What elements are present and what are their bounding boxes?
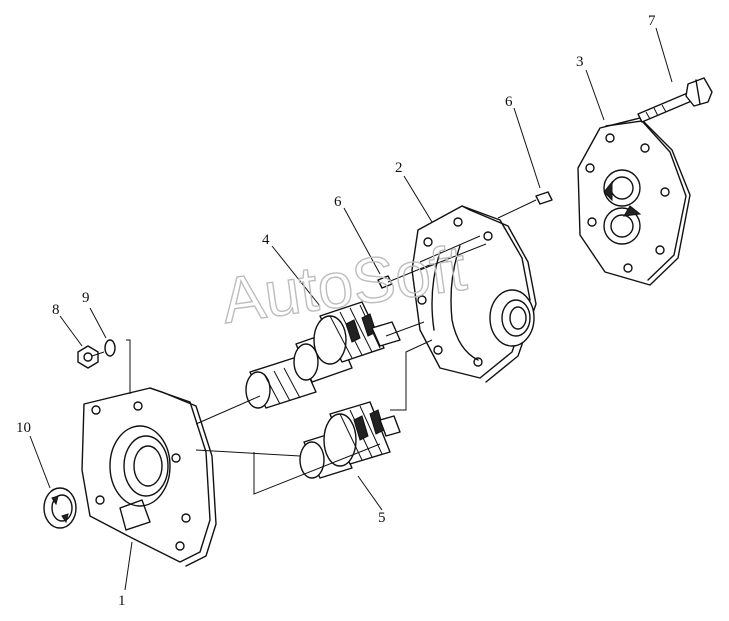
callout-5: 5 bbox=[378, 510, 386, 526]
part-5-driven-gear bbox=[299, 401, 401, 479]
part-7-bolt bbox=[637, 77, 713, 123]
part-6-dowel-pin-right bbox=[535, 191, 553, 205]
callout-9: 9 bbox=[82, 290, 90, 306]
part-1-front-cover bbox=[81, 387, 217, 567]
callout-6-right: 6 bbox=[505, 94, 513, 110]
callout-2: 2 bbox=[395, 160, 403, 176]
callout-4: 4 bbox=[262, 232, 270, 248]
assembly-guide-lines bbox=[91, 199, 537, 495]
callout-1: 1 bbox=[118, 593, 126, 609]
part-2-gear-housing bbox=[411, 205, 537, 383]
part-9-washer bbox=[104, 339, 116, 357]
callout-10: 10 bbox=[16, 420, 31, 436]
part-6-dowel-pin-left bbox=[377, 275, 393, 289]
leader-lines bbox=[29, 27, 673, 591]
part-4-drive-gear-shaft bbox=[245, 301, 401, 409]
part-10-oil-seal bbox=[43, 487, 77, 529]
callout-6-left: 6 bbox=[334, 194, 342, 210]
callout-8: 8 bbox=[52, 302, 60, 318]
part-8-nut bbox=[77, 345, 99, 369]
callout-3: 3 bbox=[576, 54, 584, 70]
callout-7: 7 bbox=[648, 13, 656, 29]
part-3-rear-cover bbox=[577, 117, 691, 286]
